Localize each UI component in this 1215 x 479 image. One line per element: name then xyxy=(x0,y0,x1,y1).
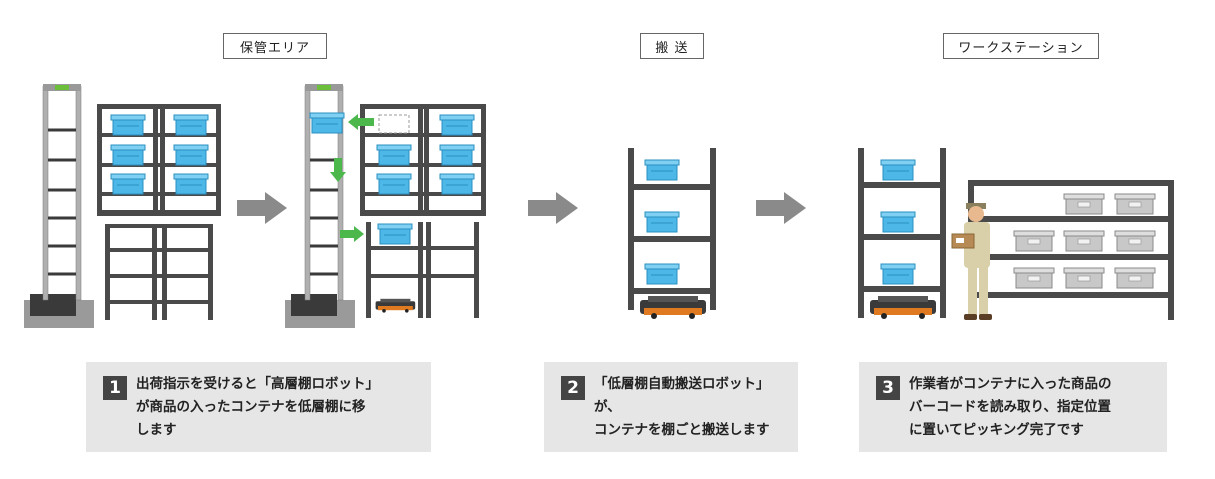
gray-containers xyxy=(1013,193,1156,289)
step-text-2: 「低層棚自動搬送ロボット」が、 コンテナを棚ごと搬送します xyxy=(594,376,770,438)
step-text-3: 作業者がコンテナに入った商品の バーコードを読み取り、指定位置 に置いてピッキン… xyxy=(909,376,1112,438)
worker-figure xyxy=(951,203,992,320)
step-card-2: 2 「低層棚自動搬送ロボット」が、 コンテナを棚ごと搬送します xyxy=(544,362,798,452)
tall-shelf-robot-2 xyxy=(285,84,355,328)
step-number-2: 2 xyxy=(561,376,585,400)
containers-2 xyxy=(309,112,475,245)
workstation-shelf xyxy=(858,148,946,318)
stage-label-storage: 保管エリア xyxy=(223,33,327,59)
step-card-3: 3 作業者がコンテナに入った商品の バーコードを読み取り、指定位置 に置いてピッ… xyxy=(859,362,1167,452)
transport-containers xyxy=(644,159,680,285)
containers-1 xyxy=(110,114,209,195)
flow-arrow-1 xyxy=(237,192,287,224)
low-shelf-robot-2 xyxy=(375,298,416,313)
low-shelf-robot-workstation xyxy=(870,296,936,319)
storage-shelves-1 xyxy=(97,104,221,320)
workstation-containers xyxy=(880,159,916,285)
storage-shelves-2 xyxy=(360,104,486,318)
step-number-3: 3 xyxy=(876,376,900,400)
tall-shelf-robot-1 xyxy=(24,84,94,328)
step-text-1: 出荷指示を受けると「高層棚ロボット」 が商品の入ったコンテナを低層棚に移 します xyxy=(136,376,379,438)
stage-label-transport: 搬 送 xyxy=(640,33,704,59)
stage-label-workstation: ワークステーション xyxy=(943,33,1099,59)
step-number-1: 1 xyxy=(103,376,127,400)
step-card-1: 1 出荷指示を受けると「高層棚ロボット」 が商品の入ったコンテナを低層棚に移 し… xyxy=(86,362,431,452)
flow-arrow-2 xyxy=(528,192,578,224)
green-arrows xyxy=(330,114,374,242)
low-shelf-robot-transport xyxy=(640,296,706,319)
transport-shelf xyxy=(628,148,716,310)
flow-arrow-3 xyxy=(756,192,806,224)
